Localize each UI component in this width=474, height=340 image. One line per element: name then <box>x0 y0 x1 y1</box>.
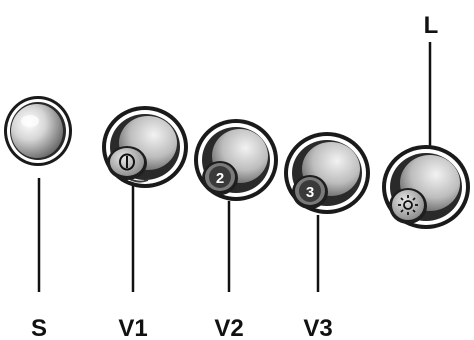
control-knob-l[interactable] <box>382 145 470 229</box>
knob-number-v2: 2 <box>216 170 224 187</box>
control-knob-v1[interactable] <box>102 106 188 188</box>
label-l: L <box>424 12 439 39</box>
control-knob-v2[interactable]: 2 <box>194 119 278 201</box>
label-s: S <box>31 315 47 340</box>
label-v2: V2 <box>214 315 243 340</box>
label-v3: V3 <box>303 315 332 340</box>
indicator-lamp-s <box>4 96 72 166</box>
knob-number-v3: 3 <box>306 184 314 201</box>
label-v1: V1 <box>118 315 147 340</box>
control-knob-v3[interactable]: 3 <box>284 132 370 214</box>
